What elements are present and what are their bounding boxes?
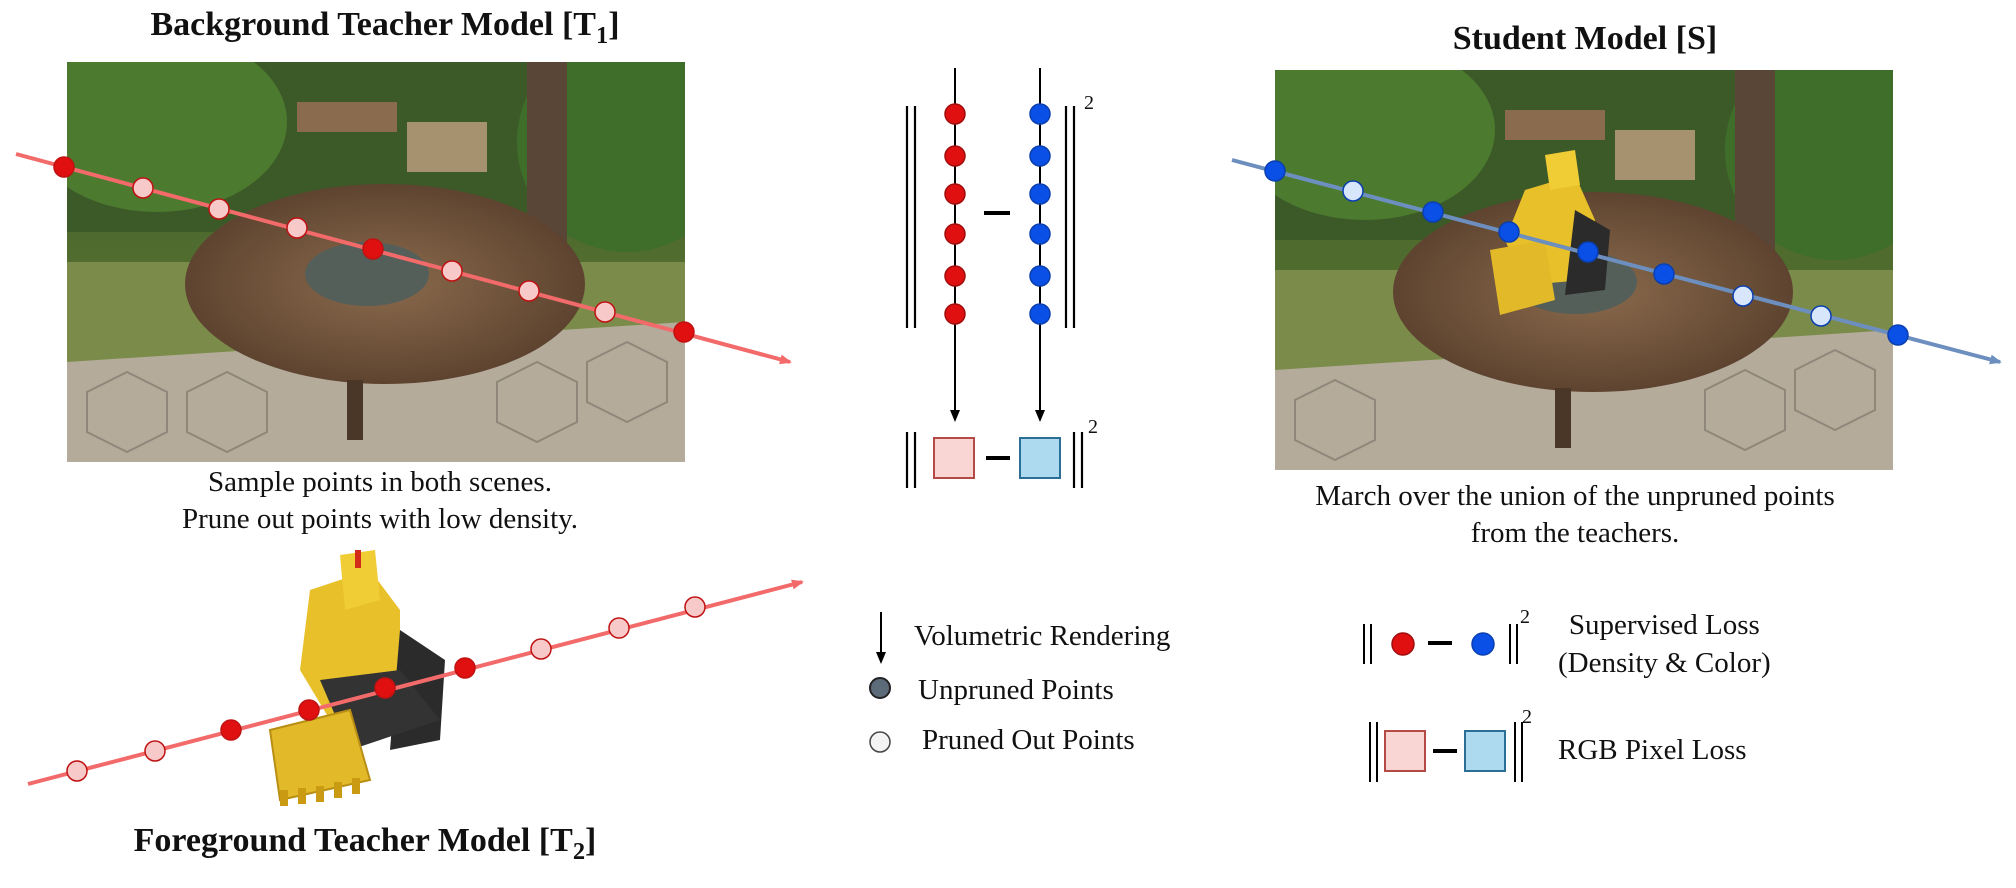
student-caption-line-2: from the teachers. [1470,517,1680,549]
pruned-point [66,760,88,782]
student-ray-points [1264,160,1909,346]
supervised-loss-line-2: (Density & Color) [1558,647,1771,679]
foreground-teacher-title-text: Foreground Teacher Model [T [133,822,573,859]
background-teacher-title-close: ] [608,6,620,43]
foreground-teacher-title: Foreground Teacher Model [T2] [70,822,660,866]
supervised-loss-exponent: 2 [1520,606,1530,628]
student-caption-line-1: March over the union of the unpruned poi… [1315,480,1835,512]
student-caption: March over the union of the unpruned poi… [1265,478,1885,552]
student-scene-image [1275,70,1893,470]
background-caption-line-1: Sample points in both scenes. [208,466,552,498]
pruned-point-legend-icon [869,731,891,753]
legend-pruned-out-points: Pruned Out Points [922,724,1135,756]
supervised-loss-line-1: Supervised Loss [1568,609,1760,641]
background-teacher-title: Background Teacher Model [T1] [70,6,700,50]
pruned-point [530,638,552,660]
unpruned-point [1653,263,1675,285]
pruned-point [144,740,166,762]
unpruned-point [1422,201,1444,223]
background-teacher-title-text: Background Teacher Model [T [150,6,596,43]
pruned-point [208,198,230,220]
background-scene-image [67,62,685,462]
unpruned-point [1887,324,1909,346]
unpruned-point [374,677,396,699]
rgb-loss-icon [1369,722,1523,782]
top-norm-exponent: 2 [1084,92,1094,114]
foreground-teacher-title-subscript: 2 [572,837,586,865]
unpruned-point [53,156,75,178]
pruned-point [1810,305,1832,327]
unpruned-point [673,321,695,343]
pruned-point [518,280,540,302]
unpruned-point [362,238,384,260]
background-teacher-caption: Sample points in both scenes. Prune out … [70,464,690,538]
legend-unpruned-points: Unpruned Points [918,674,1114,706]
rgb-loss-exponent: 2 [1522,706,1532,728]
center-density-diagram [905,68,1084,488]
pruned-point [594,301,616,323]
foreground-ray-points [66,596,706,782]
unpruned-point [220,719,242,741]
unpruned-point-legend-icon [869,677,891,699]
pruned-point [1342,180,1364,202]
pruned-point [286,217,308,239]
pruned-point [1732,285,1754,307]
foreground-teacher-title-close: ] [585,822,597,859]
unpruned-point [1264,160,1286,182]
legend-supervised-loss: Supervised Loss (Density & Color) [1558,606,1771,682]
legend-rgb-pixel-loss: RGB Pixel Loss [1558,734,1747,766]
foreground-bulldozer-image [250,550,460,810]
unpruned-point [1498,221,1520,243]
student-title: Student Model [S] [1452,20,1718,57]
pruned-point [684,596,706,618]
pruned-point [441,260,463,282]
unpruned-point [298,699,320,721]
background-ray-points [53,156,695,343]
supervised-loss-icon [1363,624,1518,664]
pruned-point [608,617,630,639]
background-teacher-title-subscript: 1 [595,21,609,49]
bottom-norm-exponent: 2 [1088,416,1098,438]
legend-volumetric-rendering: Volumetric Rendering [914,620,1171,652]
unpruned-point [1577,241,1599,263]
background-caption-line-2: Prune out points with low density. [181,503,579,535]
unpruned-point [454,657,476,679]
pruned-point [132,177,154,199]
